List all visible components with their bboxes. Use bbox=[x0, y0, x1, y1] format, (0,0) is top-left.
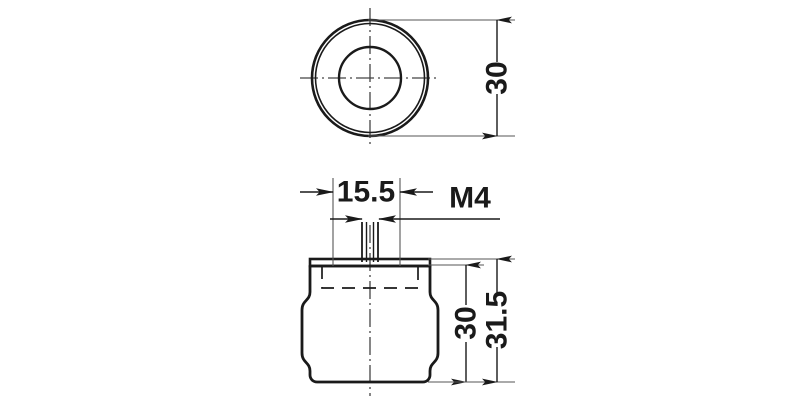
dimension-label-thread-m4: M4 bbox=[449, 182, 491, 215]
dimension-height-31-5: 31.5 bbox=[428, 255, 515, 386]
side-view-group bbox=[300, 222, 440, 396]
body-profile-outline bbox=[300, 264, 440, 384]
dimension-label-height-31-5: 31.5 bbox=[481, 291, 514, 349]
top-view-outer-circle-chamfer bbox=[314, 22, 426, 134]
dimension-thread-m4: M4 bbox=[330, 182, 500, 223]
top-view-bore-circle bbox=[337, 45, 403, 111]
dimension-label-height-30: 30 bbox=[450, 306, 483, 339]
dimension-width-15-5: 15.5 bbox=[300, 176, 433, 266]
dimension-label-width-15-5: 15.5 bbox=[337, 176, 395, 209]
hidden-bore-outline bbox=[321, 266, 419, 289]
dimension-label-diameter-30: 30 bbox=[481, 61, 514, 94]
dimension-diameter-30: 30 bbox=[368, 16, 515, 140]
